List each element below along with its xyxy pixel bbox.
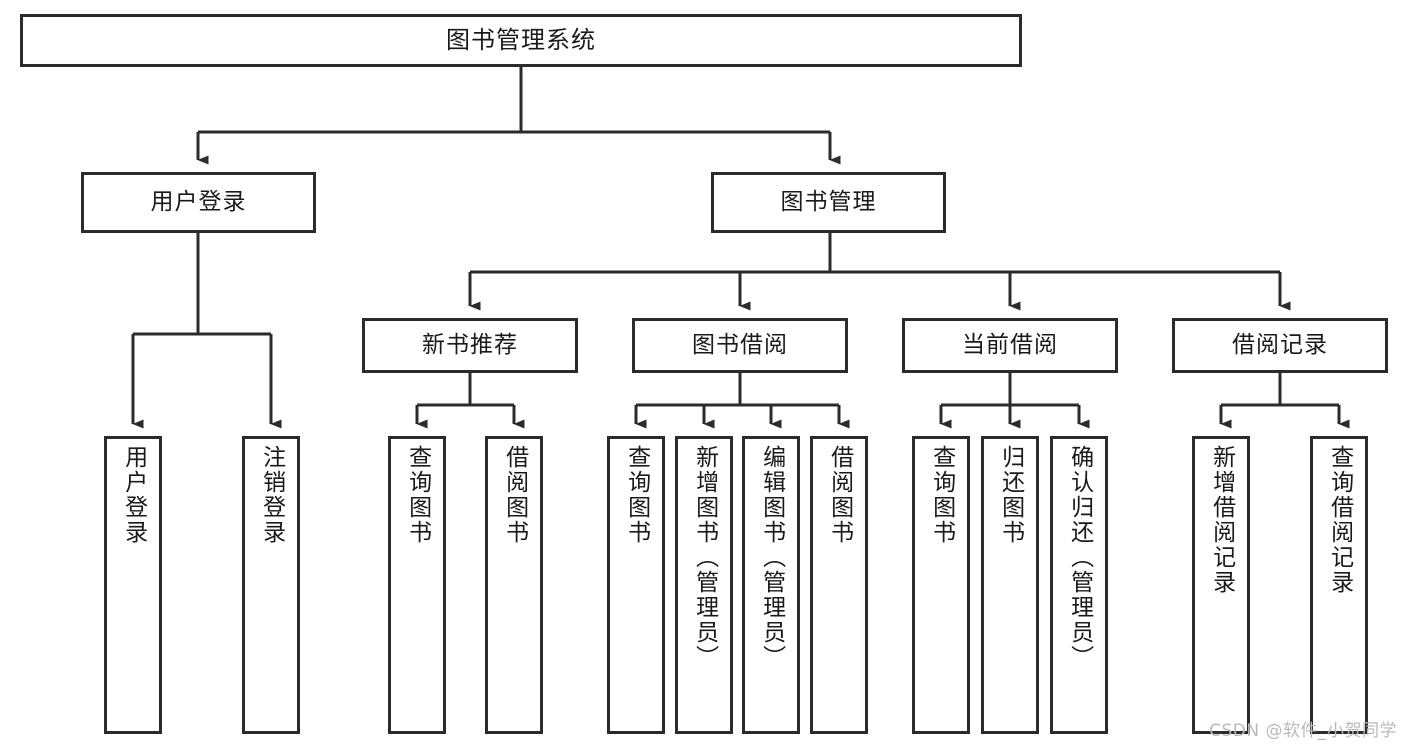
leaf-query-book-borrow[interactable]: 查询图书 bbox=[607, 436, 665, 734]
leaf-logout[interactable]: 注销登录 bbox=[242, 436, 300, 734]
node-root-system[interactable]: 图书管理系统 bbox=[20, 14, 1022, 67]
node-label: 编辑图书（管理员） bbox=[758, 445, 785, 670]
node-label: 借阅记录 bbox=[1232, 331, 1328, 358]
watermark-text: CSDN @软件_小贺同学 bbox=[1209, 721, 1397, 741]
node-book-management[interactable]: 图书管理 bbox=[711, 172, 946, 233]
node-label: 用户登录 bbox=[120, 445, 147, 545]
node-label: 查询图书 bbox=[623, 445, 650, 545]
node-label: 当前借阅 bbox=[962, 331, 1058, 358]
node-label: 用户登录 bbox=[150, 188, 247, 215]
leaf-return-book[interactable]: 归还图书 bbox=[981, 436, 1039, 734]
node-borrow-record[interactable]: 借阅记录 bbox=[1172, 318, 1388, 373]
leaf-borrow-book[interactable]: 借阅图书 bbox=[810, 436, 868, 734]
leaf-user-login[interactable]: 用户登录 bbox=[104, 436, 162, 734]
node-label: 借阅图书 bbox=[501, 445, 528, 545]
leaf-borrow-book-recommend[interactable]: 借阅图书 bbox=[485, 436, 543, 734]
node-label: 图书借阅 bbox=[692, 331, 788, 358]
leaf-add-book-admin[interactable]: 新增图书（管理员） bbox=[675, 436, 733, 734]
node-label: 新增图书（管理员） bbox=[691, 445, 718, 670]
node-new-book-recommend[interactable]: 新书推荐 bbox=[362, 318, 578, 373]
node-label: 新增借阅记录 bbox=[1208, 445, 1235, 595]
leaf-query-book-recommend[interactable]: 查询图书 bbox=[388, 436, 446, 734]
node-label: 查询借阅记录 bbox=[1326, 445, 1353, 595]
leaf-confirm-return-admin[interactable]: 确认归还（管理员） bbox=[1050, 436, 1108, 734]
leaf-query-borrow-record[interactable]: 查询借阅记录 bbox=[1310, 436, 1368, 734]
node-user-login[interactable]: 用户登录 bbox=[81, 172, 316, 233]
node-label: 注销登录 bbox=[258, 445, 285, 545]
node-book-borrow[interactable]: 图书借阅 bbox=[632, 318, 848, 373]
node-label: 新书推荐 bbox=[422, 331, 518, 358]
node-label: 确认归还（管理员） bbox=[1066, 445, 1093, 670]
node-label: 归还图书 bbox=[997, 445, 1024, 545]
node-label: 图书管理系统 bbox=[446, 26, 596, 55]
node-label: 图书管理 bbox=[780, 188, 877, 215]
node-label: 查询图书 bbox=[928, 445, 955, 545]
leaf-add-borrow-record[interactable]: 新增借阅记录 bbox=[1192, 436, 1250, 734]
node-label: 查询图书 bbox=[404, 445, 431, 545]
leaf-edit-book-admin[interactable]: 编辑图书（管理员） bbox=[742, 436, 800, 734]
leaf-query-book-current[interactable]: 查询图书 bbox=[912, 436, 970, 734]
node-current-borrow[interactable]: 当前借阅 bbox=[902, 318, 1118, 373]
node-label: 借阅图书 bbox=[826, 445, 853, 545]
